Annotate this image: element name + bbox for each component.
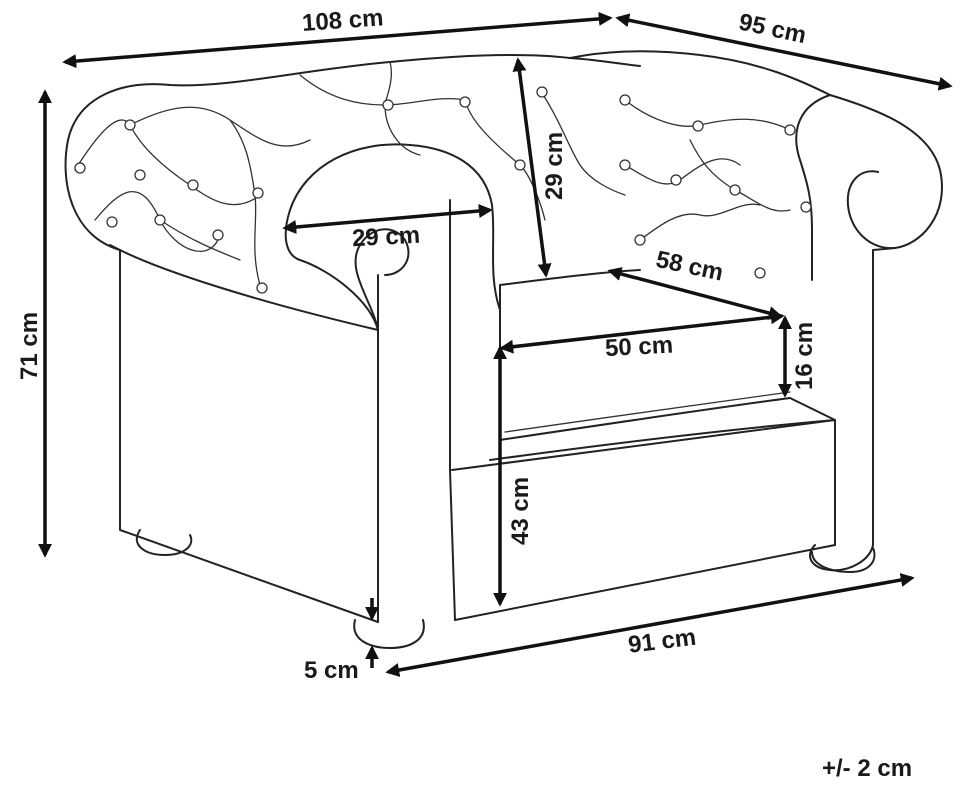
label-leg-height: 5 cm [304,657,359,684]
label-armrest-width: 29 cm [351,222,420,253]
label-seat-width: 50 cm [604,332,673,363]
label-total-width: 108 cm [301,4,384,37]
seat-depth-arrow [607,267,783,320]
dimension-arrows [38,11,953,677]
backrest-height-arrow [512,57,552,278]
label-seat-depth: 58 cm [653,246,725,287]
front-width-arrow [385,573,915,677]
label-total-height: 71 cm [16,312,43,380]
dimension-labels: 108 cm 95 cm 71 cm 29 cm 29 cm 58 cm 50 … [16,4,912,782]
label-tolerance: +/- 2 cm [822,755,912,782]
seat-width-arrow [499,310,785,354]
label-cushion-height: 16 cm [791,322,818,390]
armrest-width-arrow [282,204,493,234]
total-depth-arrow [615,13,953,91]
armchair-outline [64,50,943,649]
total-width-arrow [62,11,613,69]
label-backrest-height: 29 cm [541,132,568,200]
label-seat-height: 43 cm [507,477,534,545]
